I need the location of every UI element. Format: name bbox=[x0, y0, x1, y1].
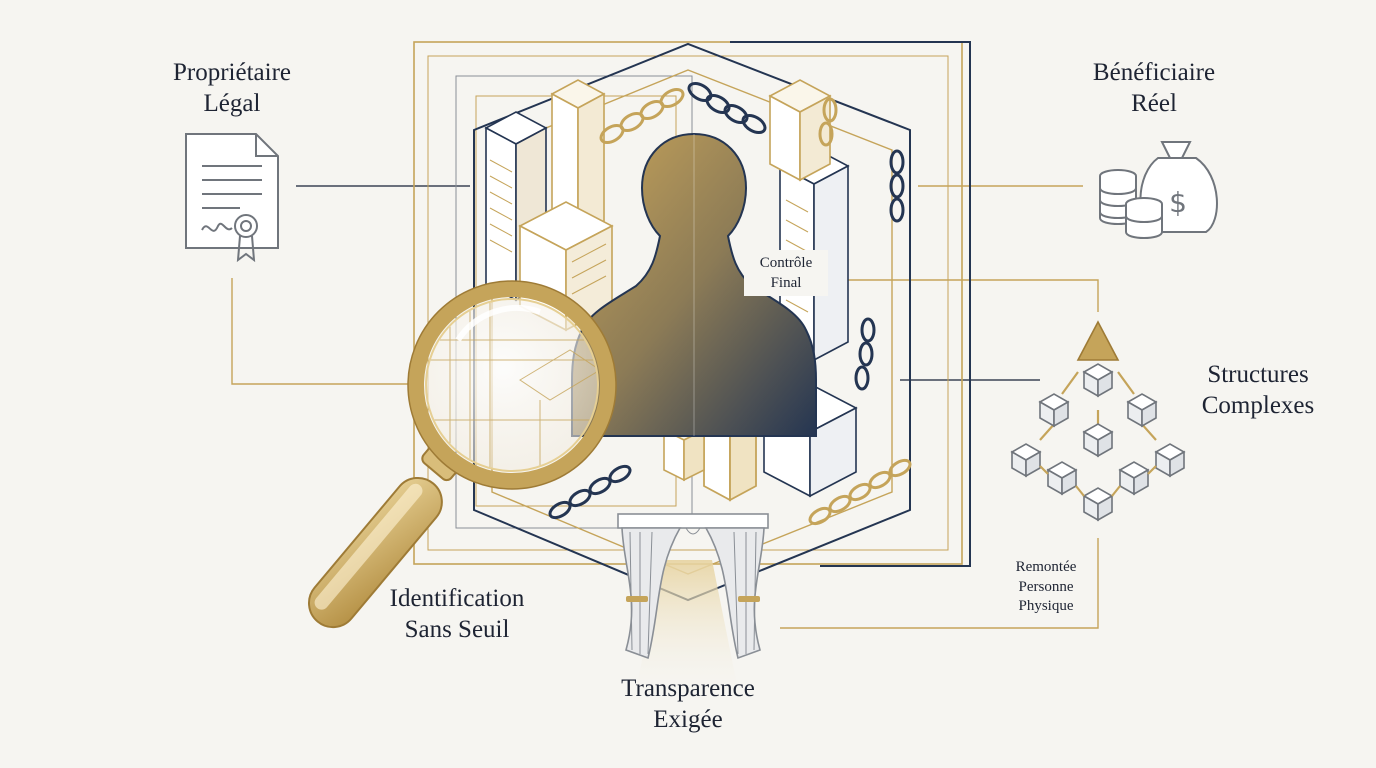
final-control-label: Contrôle Final bbox=[759, 255, 813, 291]
trace-back-label: Remontée Personne Physique bbox=[1015, 559, 1077, 614]
transparency-label: Transparence Exigée bbox=[621, 675, 755, 733]
final-control-backdrop bbox=[744, 250, 828, 296]
money-bag-coins-icon: $ bbox=[1099, 141, 1218, 239]
chain-icon bbox=[548, 81, 912, 526]
document-certificate-icon bbox=[185, 133, 279, 263]
complex-structures-label: Structures Complexes bbox=[1201, 361, 1315, 419]
no-threshold-label: Identification Sans Seuil bbox=[389, 585, 525, 643]
person-silhouette-icon bbox=[571, 132, 817, 437]
network-pyramid-icon bbox=[1010, 320, 1186, 522]
curtain-icon bbox=[617, 513, 769, 700]
legal-owner-label: Propriétaire Légal bbox=[172, 59, 291, 117]
magnifying-glass-icon bbox=[308, 280, 617, 629]
beneficial-owner-label: Bénéficiaire Réel bbox=[1092, 59, 1216, 117]
svg-text:$: $ bbox=[1169, 186, 1187, 219]
